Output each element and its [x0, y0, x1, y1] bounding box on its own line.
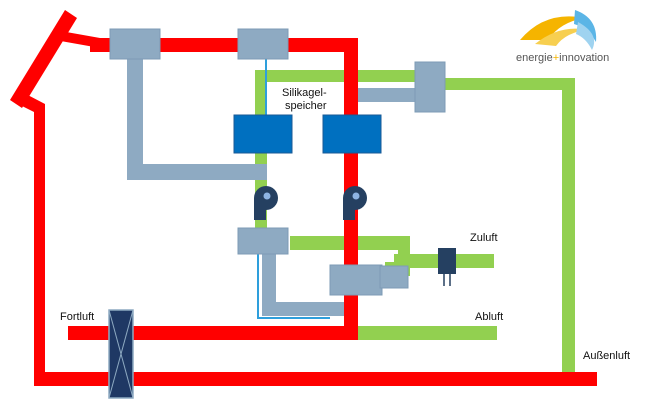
logo-plus: + — [552, 52, 560, 64]
valve-box-top-left — [109, 28, 161, 60]
fan-left-icon — [254, 186, 278, 220]
valve-box-lower — [329, 264, 383, 296]
extract-air-label: Abluft — [475, 311, 504, 323]
greyblue-ducts — [127, 52, 418, 316]
logo-part2: innovation — [559, 52, 610, 64]
valve-box-right — [414, 61, 446, 113]
logo-swoosh-icon — [520, 10, 597, 50]
storage-unit-right — [322, 114, 382, 154]
supply-air-label: Zuluft — [470, 232, 498, 244]
logo: energie+innovation — [516, 52, 609, 64]
valve-box-top-center — [237, 28, 289, 60]
valve-box-mid — [237, 227, 289, 255]
storage-units — [233, 114, 382, 154]
fan-right-icon — [343, 186, 367, 220]
outdoor-air-label: Außenluft — [583, 350, 631, 362]
valve-box-lower-ext — [379, 265, 409, 289]
valve-boxes — [109, 28, 446, 296]
cross-heat-exchanger-icon — [108, 309, 134, 399]
storage-label-line1: Silikagel- — [282, 87, 327, 99]
red-pipes — [10, 10, 597, 386]
logo-part1: energie — [516, 52, 553, 64]
sensor-icon — [438, 248, 456, 286]
exhaust-air-label: Fortluft — [60, 311, 95, 323]
storage-unit-left — [233, 114, 293, 154]
storage-label-line2: speicher — [285, 100, 327, 112]
